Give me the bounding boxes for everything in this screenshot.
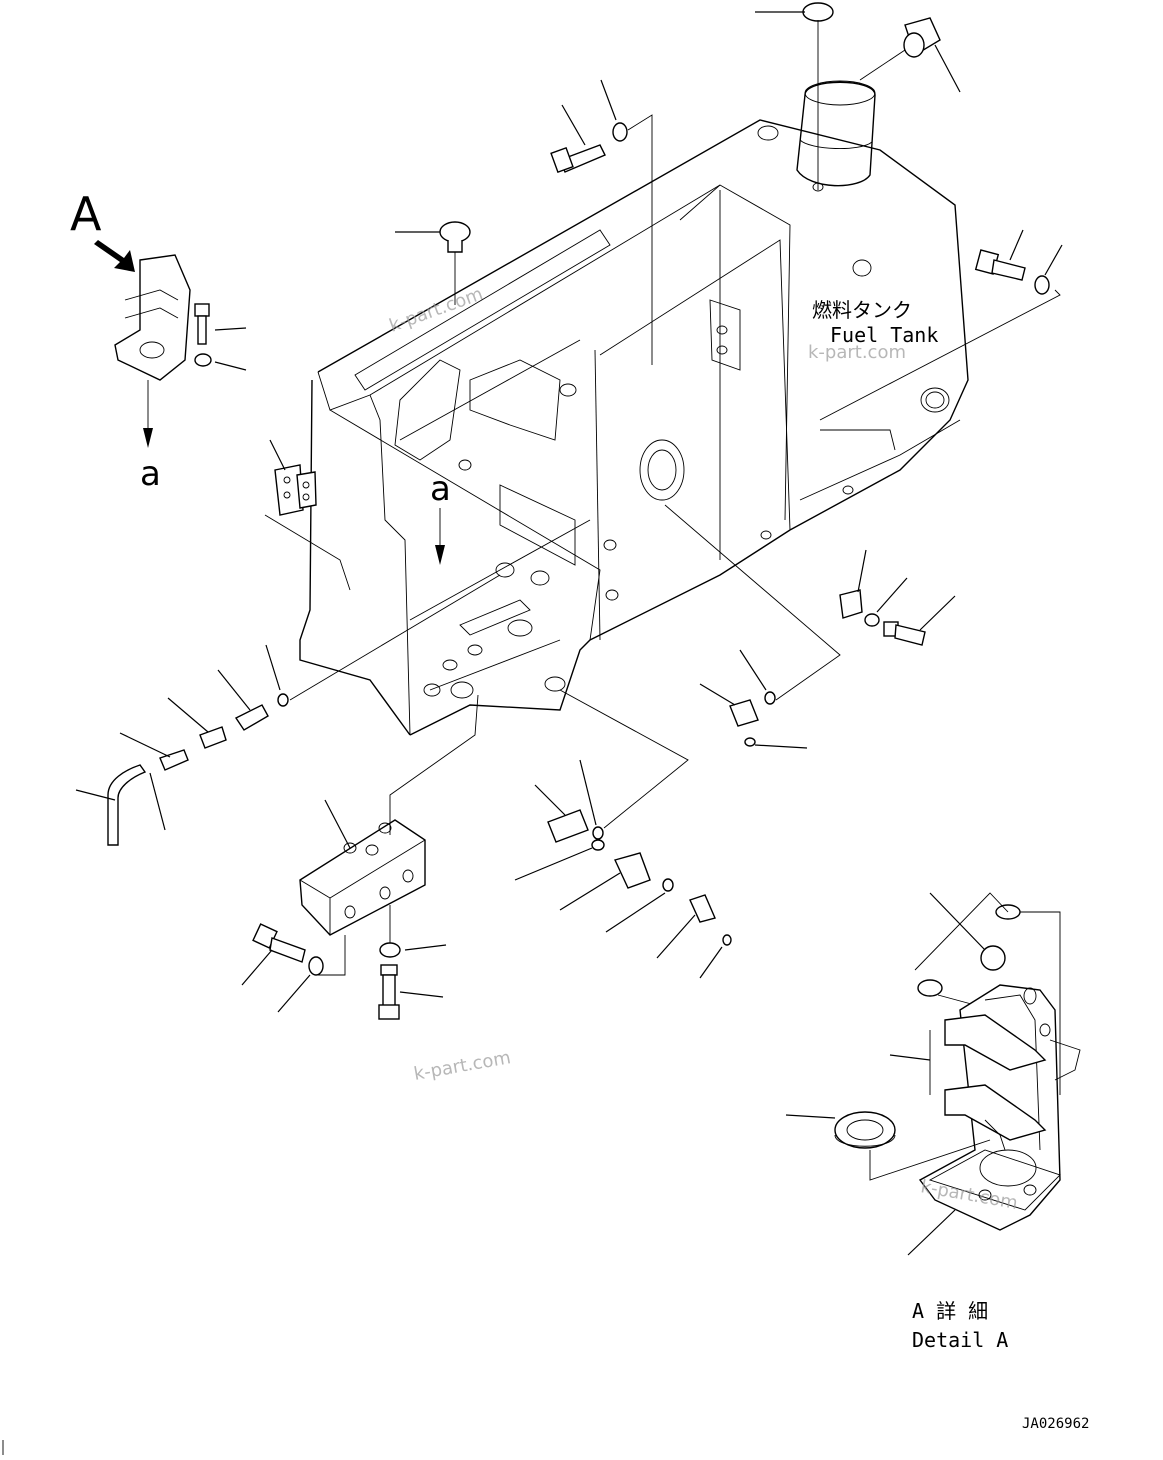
cap-part: [755, 2, 834, 190]
watermark-2: k-part.com: [808, 342, 906, 363]
tank-label-en: Fuel Tank: [830, 323, 938, 347]
right-bolt-part: [819, 229, 1063, 421]
direction-label-a1: a: [140, 454, 161, 494]
extinguisher-bracket-small: a: [114, 254, 191, 494]
view-label: A: [70, 187, 102, 241]
small-bolt: [194, 303, 247, 371]
fittings-group: [514, 689, 732, 979]
side-fittings: [664, 504, 956, 749]
detail-label-en: Detail A: [912, 1328, 1008, 1352]
grommet-part: [395, 221, 471, 305]
detail-a: A 詳 細 Detail A: [785, 892, 1081, 1352]
fuel-tank: [299, 80, 969, 736]
mount-bracket: [299, 694, 479, 950]
hose-fitting-group: [75, 574, 501, 846]
clip-plate: [264, 439, 351, 591]
bracket-bolts: [241, 923, 447, 1020]
drawing-number: JA026962: [1022, 1416, 1089, 1432]
tank-label-jp: 燃料タンク: [812, 298, 912, 322]
bolt-part: [550, 79, 653, 365]
detail-label-jp: A 詳 細: [912, 1299, 988, 1323]
watermark-3: k-part.com: [412, 1047, 512, 1085]
direction-label-a2: a: [430, 469, 451, 509]
view-arrow-icon: [94, 240, 135, 272]
view-a-indicator: A: [70, 187, 135, 272]
watermark-1: k-part.com: [387, 283, 486, 336]
direction-a-center: a: [430, 469, 451, 565]
breather-part: [859, 17, 961, 93]
